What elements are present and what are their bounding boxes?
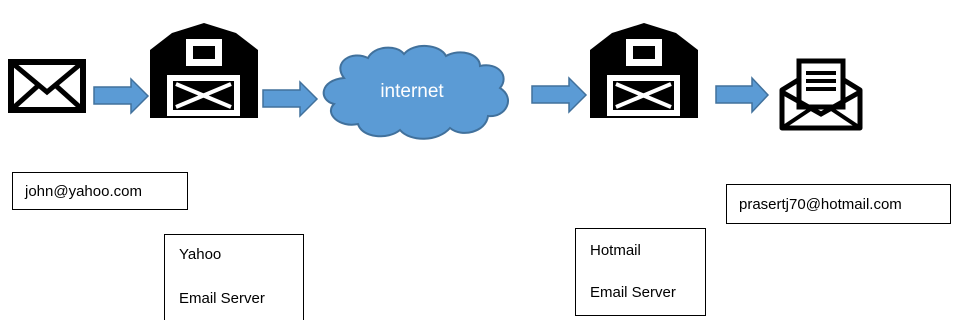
cloud-icon: internet — [322, 45, 509, 140]
barn-icon — [150, 23, 258, 118]
flow-arrow — [531, 76, 588, 114]
open-envelope-icon — [779, 58, 863, 131]
recipient-server-box: Hotmail Email Server — [575, 228, 706, 316]
envelope-icon — [8, 59, 86, 113]
recipient-server-type: Email Server — [590, 284, 676, 301]
flow-arrow — [93, 77, 150, 115]
flow-arrow — [262, 80, 319, 118]
sender-server-type: Email Server — [179, 290, 265, 307]
sender-address-box: john@yahoo.com — [12, 172, 188, 210]
barn-icon — [590, 23, 698, 118]
recipient-server-name: Hotmail — [590, 242, 641, 259]
sender-address: john@yahoo.com — [25, 182, 142, 200]
recipient-address-box: prasertj70@hotmail.com — [726, 184, 951, 224]
sender-server-name: Yahoo — [179, 246, 222, 263]
cloud-label: internet — [380, 81, 444, 102]
recipient-address: prasertj70@hotmail.com — [739, 195, 902, 213]
sender-server-box: Yahoo Email Server — [164, 234, 304, 320]
flow-arrow — [715, 76, 770, 114]
